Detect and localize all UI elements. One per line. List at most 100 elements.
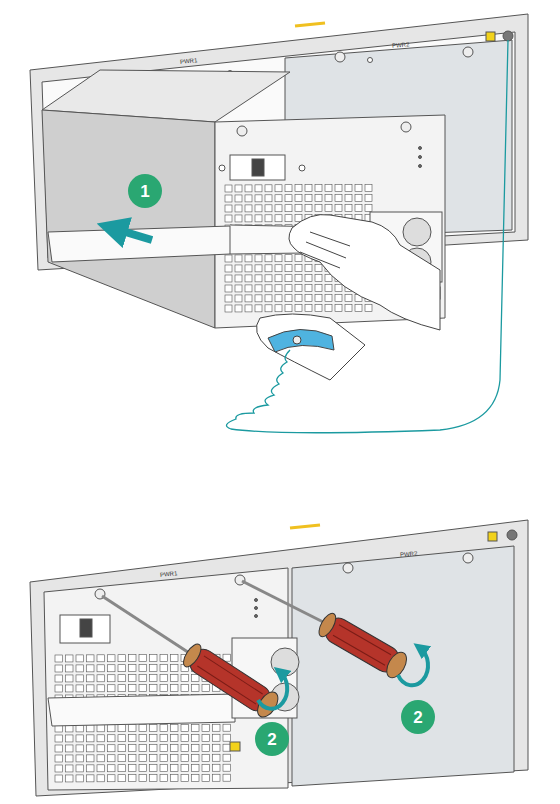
- vent-hole: [108, 685, 116, 692]
- vent-hole: [171, 754, 179, 761]
- vent-hole: [365, 194, 372, 201]
- vent-hole: [245, 285, 252, 292]
- vent-hole: [255, 285, 262, 292]
- vent-hole: [295, 255, 302, 262]
- vent-hole: [192, 754, 200, 761]
- vent-hole: [213, 774, 221, 781]
- vent-hole: [150, 765, 158, 772]
- vent-hole: [129, 755, 137, 762]
- vent-hole: [365, 204, 372, 211]
- vent-hole: [160, 655, 168, 662]
- vent-hole: [76, 665, 84, 672]
- vent-hole: [325, 195, 332, 202]
- vent-hole: [108, 745, 116, 752]
- vent-hole: [275, 305, 282, 312]
- vent-hole: [305, 275, 312, 282]
- vent-hole: [160, 675, 168, 682]
- vent-hole: [235, 295, 242, 302]
- vent-hole: [97, 745, 105, 752]
- vent-hole: [118, 725, 126, 732]
- vent-hole: [150, 725, 158, 732]
- vent-hole: [129, 775, 137, 782]
- vent-hole: [55, 655, 63, 662]
- vent-hole: [255, 195, 262, 202]
- vent-hole: [213, 724, 221, 731]
- vent-hole: [97, 665, 105, 672]
- vent-hole: [275, 205, 282, 212]
- vent-hole: [285, 305, 292, 312]
- vent-hole: [285, 275, 292, 282]
- vent-hole: [171, 774, 179, 781]
- vent-hole: [295, 265, 302, 272]
- vent-hole: [55, 735, 63, 742]
- vent-hole: [129, 725, 137, 732]
- vent-hole: [97, 655, 105, 662]
- vent-hole: [108, 775, 116, 782]
- vent-hole: [223, 774, 231, 781]
- vent-hole: [97, 765, 105, 772]
- vent-hole: [97, 725, 105, 732]
- vent-hole: [87, 765, 95, 772]
- vent-hole: [55, 665, 63, 672]
- vent-hole: [129, 735, 137, 742]
- vent-hole: [87, 755, 95, 762]
- vent-hole: [66, 685, 74, 692]
- vent-hole: [129, 665, 137, 672]
- vent-hole: [235, 185, 242, 192]
- vent-hole: [355, 304, 362, 311]
- vent-hole: [335, 194, 342, 201]
- vent-hole: [66, 775, 74, 782]
- vent-hole: [305, 185, 312, 192]
- vent-hole: [255, 215, 262, 222]
- callout-number: 2: [255, 722, 289, 756]
- vent-hole: [108, 665, 116, 672]
- vent-hole: [87, 775, 95, 782]
- vent-hole: [255, 255, 262, 262]
- vent-hole: [225, 185, 232, 192]
- vent-hole: [108, 755, 116, 762]
- vent-hole: [213, 764, 221, 771]
- vent-hole: [295, 275, 302, 282]
- vent-hole: [202, 684, 210, 691]
- vent-hole: [345, 204, 352, 211]
- vent-hole: [66, 665, 74, 672]
- callout-number: 2: [401, 700, 435, 734]
- vent-hole: [97, 775, 105, 782]
- vent-hole: [150, 735, 158, 742]
- vent-hole: [97, 755, 105, 762]
- vent-hole: [192, 674, 200, 681]
- vent-hole: [118, 755, 126, 762]
- vent-hole: [129, 745, 137, 752]
- vent-hole: [55, 755, 63, 762]
- vent-hole: [192, 724, 200, 731]
- vent-hole: [55, 765, 63, 772]
- chassis-bottom: [30, 520, 528, 796]
- screwdriver: [102, 581, 411, 721]
- vent-hole: [150, 665, 158, 672]
- vent-hole: [129, 655, 137, 662]
- vent-hole: [181, 674, 189, 681]
- vent-hole: [265, 295, 272, 302]
- vent-hole: [335, 184, 342, 191]
- vent-hole: [245, 205, 252, 212]
- vent-hole: [181, 754, 189, 761]
- vent-hole: [118, 775, 126, 782]
- move-arrow: [112, 228, 152, 240]
- vent-hole: [265, 205, 272, 212]
- vent-hole: [171, 664, 179, 671]
- vent-hole: [365, 184, 372, 191]
- vent-hole: [315, 295, 322, 302]
- vent-hole: [285, 185, 292, 192]
- vent-hole: [325, 305, 332, 312]
- vent-hole: [55, 775, 63, 782]
- vent-hole: [139, 775, 147, 782]
- vent-hole: [160, 665, 168, 672]
- vent-hole: [285, 265, 292, 272]
- vent-hole: [150, 745, 158, 752]
- vent-hole: [181, 744, 189, 751]
- vent-hole: [295, 205, 302, 212]
- vent-hole: [108, 725, 116, 732]
- vent-hole: [235, 305, 242, 312]
- vent-hole: [255, 275, 262, 282]
- vent-hole: [325, 285, 332, 292]
